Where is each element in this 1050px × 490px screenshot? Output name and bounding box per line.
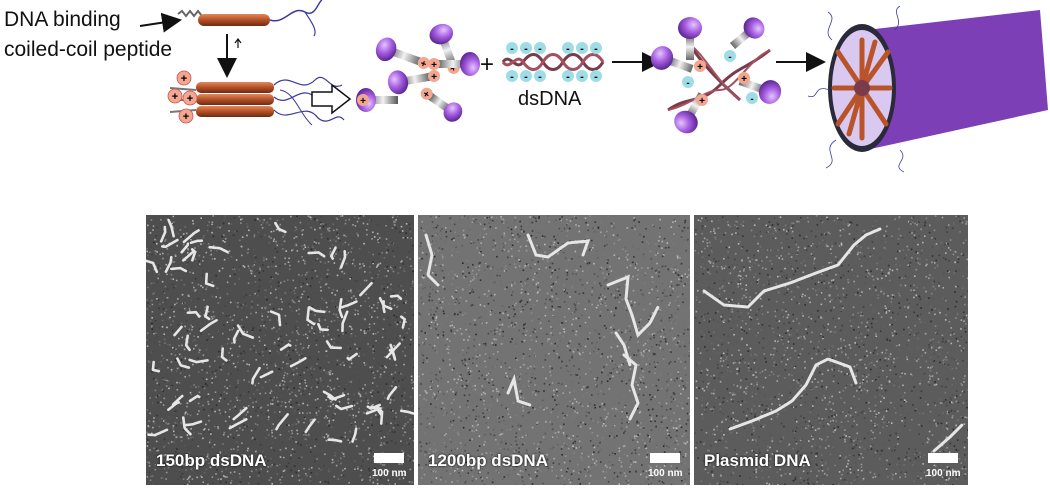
dsdna-charges: - - - - - - - - - - - -: [506, 42, 602, 83]
scalebar-150bp: [374, 453, 404, 463]
label-pointer-arrow: [139, 12, 182, 33]
plus-sign: +: [480, 51, 494, 78]
em-image-150bp: [146, 215, 414, 485]
em-panel-1200bp: 1200bp dsDNA 100 nm: [418, 215, 690, 485]
svg-text:-: -: [594, 43, 598, 55]
svg-text:+: +: [431, 60, 437, 71]
scalebar-text-150bp: 100 nm: [372, 468, 407, 479]
svg-text:+: +: [420, 89, 431, 101]
svg-text:+: +: [431, 72, 437, 83]
single-peptide: [177, 0, 323, 37]
panel-label-150bp: 150bp dsDNA: [156, 451, 267, 470]
svg-text:+: +: [172, 91, 178, 103]
dsdna-schematic: [501, 53, 605, 71]
svg-text:+: +: [419, 58, 428, 70]
panel-label-1200bp: 1200bp dsDNA: [428, 451, 548, 470]
svg-text:-: -: [538, 43, 542, 55]
svg-text:+: +: [360, 96, 366, 107]
svg-text:+: +: [181, 73, 187, 85]
svg-text:-: -: [566, 43, 570, 55]
svg-text:-: -: [686, 78, 689, 89]
svg-text:+: +: [697, 62, 703, 73]
scalebar-text-plasmid: 100 nm: [926, 468, 961, 479]
svg-text:-: -: [524, 43, 528, 55]
em-panel-150bp: 150bp dsDNA 100 nm: [146, 215, 414, 485]
dsdna-label: dsDNA: [518, 88, 582, 110]
svg-text:-: -: [750, 94, 753, 105]
svg-text:-: -: [566, 71, 570, 83]
transform-arrow: [311, 83, 352, 115]
scalebar-plasmid: [928, 453, 958, 463]
svg-text:-: -: [510, 43, 514, 55]
svg-text:+: +: [183, 111, 189, 123]
assembly-scheme: DNA binding coiled-coil peptide dsDNA: [0, 0, 1050, 200]
panel-label-plasmid: Plasmid DNA: [704, 451, 811, 470]
svg-text:-: -: [524, 71, 528, 83]
svg-text:+: +: [187, 93, 193, 105]
svg-text:-: -: [594, 71, 598, 83]
scheme-graphics: + + + + + +: [139, 0, 1048, 173]
svg-text:-: -: [510, 71, 514, 83]
svg-text:-: -: [580, 43, 584, 55]
scalebar-text-1200bp: 100 nm: [648, 468, 683, 479]
dna-peptide-complex: + - + - + -: [650, 17, 782, 134]
bundle-charges: + + + +: [167, 70, 198, 124]
em-panel-plasmid: Plasmid DNA 100 nm: [694, 215, 968, 485]
svg-text:-: -: [538, 71, 542, 83]
em-image-1200bp: [418, 215, 690, 485]
nanotube-model: [807, 5, 1048, 173]
svg-text:+: +: [741, 74, 747, 85]
em-image-plasmid: [694, 215, 968, 485]
scalebar-1200bp: [650, 453, 680, 463]
peptide-label-line2: coiled-coil peptide: [4, 38, 173, 61]
free-bundles: + + + +: [356, 23, 480, 122]
svg-text:-: -: [580, 71, 584, 83]
svg-text:-: -: [728, 52, 731, 63]
peptide-label-line1: DNA binding: [4, 8, 121, 31]
svg-text:+: +: [699, 96, 705, 107]
svg-text:+: +: [446, 64, 458, 73]
